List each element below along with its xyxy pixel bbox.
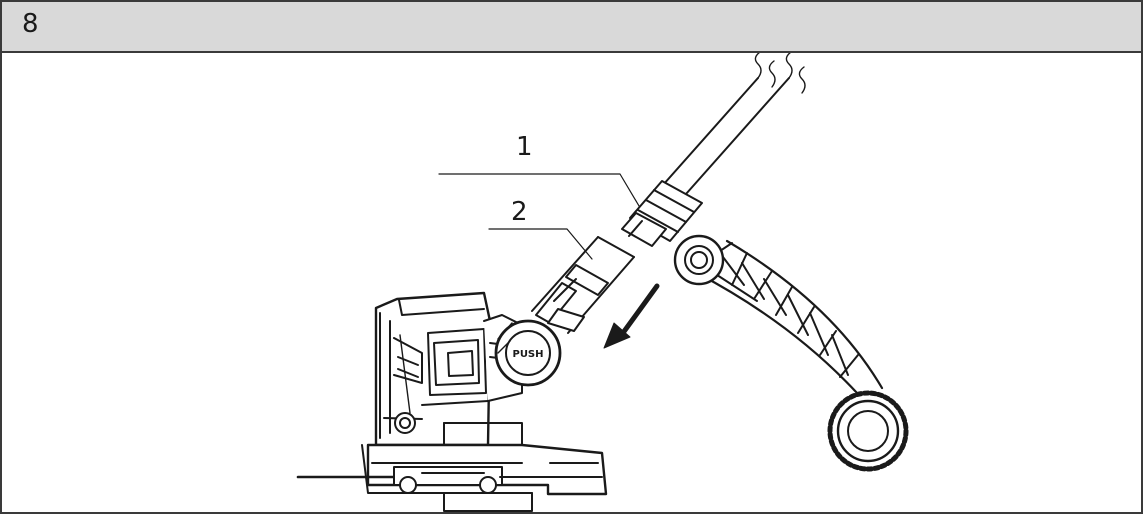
push-release-button: PUSH xyxy=(494,319,562,387)
upper-shaft xyxy=(646,53,806,204)
handle-end-grip xyxy=(827,390,909,472)
callout-label-2: 2 xyxy=(511,197,528,227)
auxiliary-handle xyxy=(695,239,884,395)
shaft-coupling xyxy=(621,180,703,247)
slide-direction-arrow xyxy=(603,283,660,349)
callout-leaders xyxy=(438,173,643,260)
leader-line-2 xyxy=(488,228,593,260)
callout-label-1: 1 xyxy=(516,132,533,162)
trimmer-drawing: 1 2 xyxy=(296,53,909,512)
leader-line-1 xyxy=(438,173,643,212)
motor-housing xyxy=(374,291,492,447)
push-button-label: PUSH xyxy=(512,349,543,360)
spool-and-line xyxy=(296,466,551,494)
lower-shaft xyxy=(531,236,635,334)
figure-header: 8 xyxy=(2,2,1141,53)
figure-number: 8 xyxy=(22,9,39,39)
handle-pivot-knob xyxy=(673,234,725,286)
